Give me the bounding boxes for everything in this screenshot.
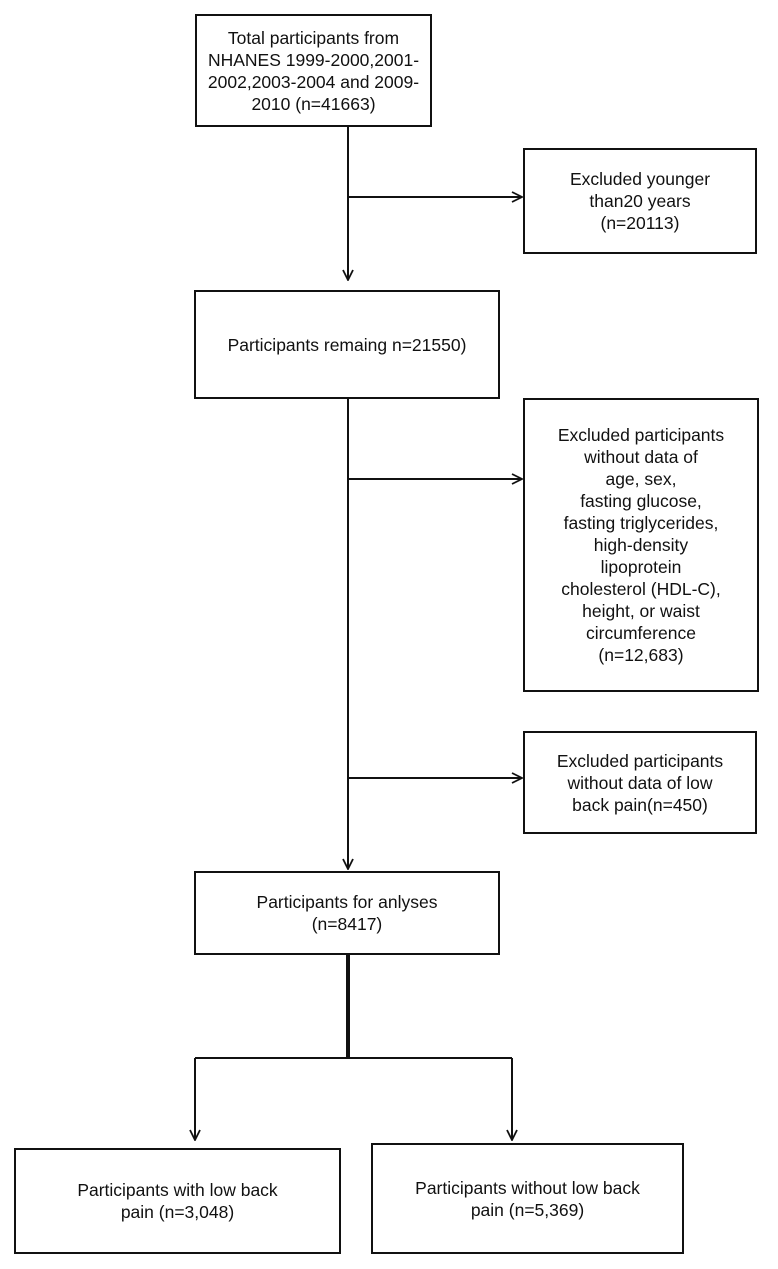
box-text-line: Participants remaing n=21550) [227,334,467,355]
box-text-line: Total participants from [227,27,400,48]
box-text-line: Excluded participants [557,425,725,445]
box-text-line: 2010 (n=41663) [251,93,376,114]
box-participants-for-analyses: Participants for anlyses(n=8417) [194,871,500,955]
box-text-line: age, sex, [605,469,677,489]
box-text-line: (n=20113) [600,213,680,233]
box-text-line: lipoprotein [600,557,682,577]
box-text-line: Excluded younger [569,169,711,189]
box-text-line: NHANES 1999-2000,2001- [207,49,420,70]
box-text-line: Participants without low back [415,1177,640,1198]
box-text-line: Participants for anlyses [256,892,438,912]
box-text: Participants remaing n=21550) [228,334,467,356]
box-participants-remaining: Participants remaing n=21550) [194,290,500,399]
box-text-line: without data of [584,447,698,467]
box-text-line: back pain(n=450) [572,794,708,815]
box-text-line: (n=12,683) [598,645,684,665]
box-text-line: fasting triglycerides, [563,513,719,533]
box-text-line: cholesterol (HDL-C), [561,579,721,599]
box-text-line: height, or waist [582,601,700,621]
box-text-line: Participants with low back [77,1180,278,1200]
box-text-line: than20 years [589,191,691,211]
box-text-line: circumference [586,623,696,643]
box-text-line: fasting glucose, [580,491,702,511]
box-text-line: 2002,2003-2004 and 2009- [207,71,420,92]
box-text-line: Excluded participants [556,750,724,771]
box-text-line: pain (n=5,369) [470,1199,585,1220]
box-text: Participants for anlyses(n=8417) [257,891,438,935]
box-text-line: without data of low [567,772,713,793]
box-text-line: (n=8417) [311,914,383,934]
box-text-line: pain (n=3,048) [120,1202,235,1222]
box-text-line: high-density [593,535,689,555]
